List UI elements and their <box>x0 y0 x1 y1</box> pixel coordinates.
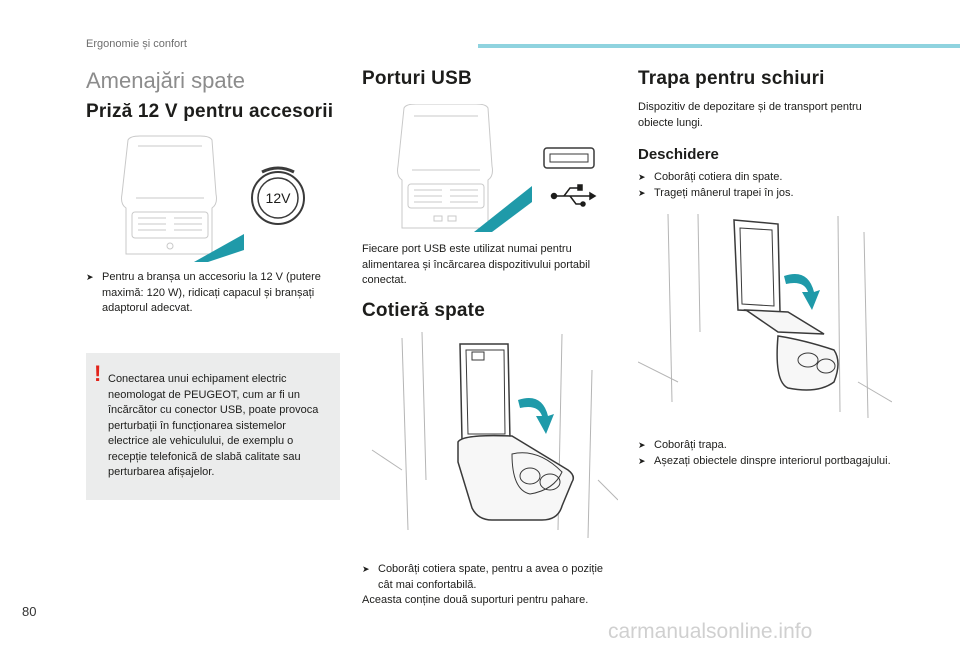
warning-box: ! Conectarea unui echipament electric ne… <box>86 353 340 500</box>
step-a-1-text: Coborâți cotiera din spate. <box>654 171 783 183</box>
usb-symbol-icon <box>550 184 597 207</box>
socket-12v-illustration: 12V <box>121 135 305 262</box>
heading-usb-ports: Porturi USB <box>362 68 472 89</box>
header-accent-bar <box>478 44 960 48</box>
bullet-armrest-text: Coborâți cotiera spate, pentru a avea o … <box>378 563 604 591</box>
bullet-arrow-icon: ➤ <box>638 455 646 466</box>
bullet-arrow-icon: ➤ <box>86 272 94 282</box>
step-a-1: ➤ Coborâți cotiera din spate. <box>638 170 892 186</box>
watermark: carmanualsonline.info <box>608 620 813 643</box>
warning-exclamation-icon: ! <box>94 361 102 386</box>
usb-ports-illustration <box>397 104 597 232</box>
usb-description: Fiecare port USB este utilizat numai pen… <box>362 243 591 286</box>
heading-rear-armrest: Cotieră spate <box>362 300 485 321</box>
step-a-2-text: Trageți mânerul trapei în jos. <box>654 186 794 199</box>
heading-opening: Deschidere <box>638 146 719 163</box>
bullet-armrest: ➤ Coborâți cotiera spate, pentru a avea … <box>362 562 616 593</box>
heading-ski-hatch: Trapa pentru schiuri <box>638 68 825 89</box>
step-a-2: ➤ Trageți mânerul trapei în jos. <box>638 186 892 202</box>
rotate-arrow-icon <box>518 398 554 434</box>
bullet-arrow-icon: ➤ <box>638 187 646 198</box>
step-b-2: ➤ Așezați obiectele dinspre interiorul p… <box>638 454 892 470</box>
bullet-12v-text: Pentru a branșa un accesoriu la 12 V (pu… <box>102 271 321 314</box>
bullet-arrow-icon: ➤ <box>362 564 370 574</box>
socket-12v-label: 12V <box>266 190 292 206</box>
heading-12v-socket: Priză 12 V pentru accesorii <box>86 101 334 122</box>
bullet-12v: ➤ Pentru a branșa un accesoriu la 12 V (… <box>86 270 340 317</box>
page-title: Amenajări spate <box>86 68 245 93</box>
bullet-arrow-icon: ➤ <box>638 440 646 450</box>
bullet-arrow-icon: ➤ <box>638 172 646 182</box>
ski-hatch-intro: Dispozitiv de depozitare și de transport… <box>638 101 862 129</box>
armrest-note: Aceasta conține două suporturi pentru pa… <box>362 594 589 606</box>
step-b-1: ➤ Coborâți trapa. <box>638 438 892 454</box>
ski-hatch-illustration <box>638 213 892 419</box>
section-label: Ergonomie și confort <box>86 38 187 50</box>
armrest-illustration <box>371 331 618 539</box>
step-b-1-text: Coborâți trapa. <box>654 439 727 451</box>
rotate-arrow-icon <box>784 274 820 310</box>
page-number: 80 <box>22 604 37 619</box>
step-b-2-text: Așezați obiectele dinspre interiorul por… <box>654 454 891 467</box>
warning-text: Conectarea unui echipament electric neom… <box>108 373 319 478</box>
